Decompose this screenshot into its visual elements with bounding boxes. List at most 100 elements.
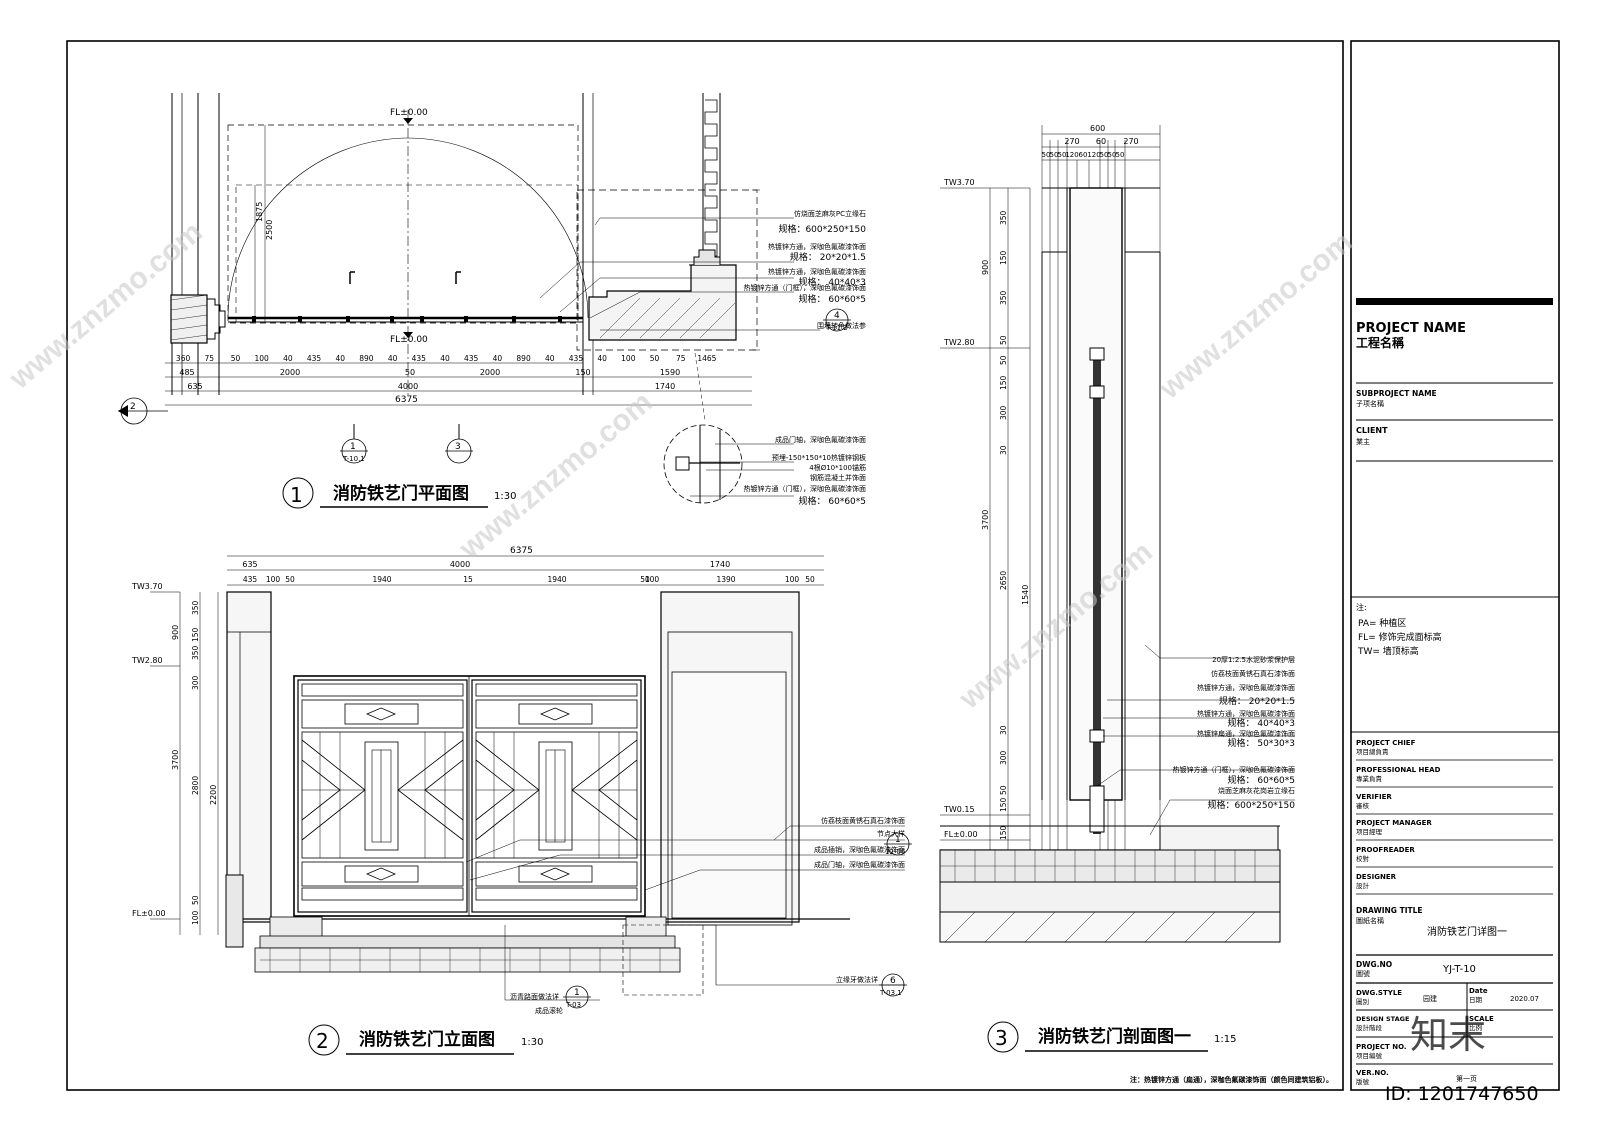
- plan-detail-callout: 预埋-150*150*10热镀锌钢板: [772, 453, 866, 462]
- plan-fl-top: FL±0.00: [390, 108, 428, 118]
- plan-row3-item: 635: [187, 382, 202, 391]
- elev-ref-road-bottom: T-03: [565, 1001, 581, 1009]
- sec-v2-item: 300: [999, 405, 1008, 420]
- plan-detail-callout: 4根Ø10*100锚筋: [809, 463, 866, 472]
- view-title-section: 3 消防铁艺门剖面图一 1:15: [987, 1021, 1236, 1053]
- plan-fl-mid: FL±0.00: [390, 335, 428, 345]
- elev-bottom-label: 成品滚轮: [535, 1006, 563, 1015]
- elev-v2-item: 2800: [191, 776, 200, 795]
- drawing-title-value: 消防铁艺门详图一: [1427, 925, 1507, 938]
- design-stage-en: DESIGN STAGE: [1356, 1015, 1409, 1023]
- sec-v2-item: 30: [999, 445, 1008, 455]
- elev-row1-item: 1740: [710, 560, 730, 569]
- sec-v2-item: 50: [999, 335, 1008, 345]
- elev-row2-item: 50: [640, 575, 650, 584]
- project-name-en: PROJECT NAME: [1356, 321, 1466, 336]
- sec-callout: 热镀锌方通，深咖色氟碳漆饰面: [1197, 683, 1295, 692]
- view-1-scale: 1:30: [494, 491, 516, 502]
- sec-v2-item: 300: [999, 750, 1008, 765]
- title-block-frame: [1350, 40, 1560, 1091]
- plan-row2-item: 2000: [480, 368, 500, 377]
- view-2-scale: 1:30: [521, 1037, 543, 1048]
- plan-dim-v-2500: 2500: [265, 220, 274, 240]
- dwg-style-value: 园建: [1423, 994, 1437, 1003]
- notes-head: 注:: [1356, 602, 1367, 612]
- elev-row2-item: 1390: [716, 575, 735, 584]
- sec-row2-item: 60: [1079, 151, 1088, 159]
- plan-callout: 热镀锌方通（门框），深咖色氟碳漆饰面: [744, 283, 867, 292]
- sec-dim-v-1540: 1540: [1021, 585, 1030, 605]
- plan-detail-callouts: 成品门轴，深咖色氟碳漆饰面预埋-150*150*10热镀锌钢板4根Ø10*100…: [744, 435, 867, 507]
- elev-dim-v-2200: 2200: [209, 785, 218, 805]
- elev-callouts: 仿荔枝面黄锈石真石漆饰面节点大样成品插销，深咖色氟碳漆饰面成品门轴，深咖色氟碳漆…: [814, 816, 905, 869]
- sec-callout: 仿荔枝面黄锈石真石漆饰面: [1211, 669, 1295, 678]
- role-0-en: PROJECT CHIEF: [1356, 739, 1416, 747]
- sec-v2-item: 350: [999, 290, 1008, 305]
- elev-callout: 节点大样: [877, 829, 905, 838]
- role-3-cn: 项目經理: [1356, 827, 1383, 836]
- plan-row1-item: 435: [307, 354, 322, 363]
- elev-ref-node-top: 1: [895, 835, 901, 845]
- plan-row1-item: 40: [440, 354, 450, 363]
- sec-v2-item: 350: [999, 210, 1008, 225]
- sec-callout: 规格： 40*40*3: [1228, 717, 1296, 729]
- elev-row2-item: 435: [243, 575, 258, 584]
- elev-row2-item: 50: [285, 575, 295, 584]
- sec-v2-item: 50: [999, 355, 1008, 365]
- sec-callout: 规格： 60*60*5: [1228, 774, 1296, 786]
- sec-callout: 烧面芝麻灰花岗岩立缘石: [1218, 786, 1295, 795]
- sec-callout: 20厚1:2.5水泥砂浆保护层: [1212, 655, 1295, 664]
- elev-v2-item: 300: [191, 675, 200, 690]
- plan-callout: 热镀锌方通，深咖色氟碳漆饰面: [768, 267, 866, 276]
- sec-row2-item: 50: [1100, 151, 1109, 159]
- plan-row3-item: 4000: [398, 382, 418, 391]
- client-cn: 業主: [1356, 437, 1370, 446]
- elev-level-tw370: TW3.70: [131, 582, 163, 591]
- elev-row2-item: 1940: [547, 575, 566, 584]
- plan-row1-item: 360: [176, 354, 191, 363]
- elev-ref-road-label: 沥青路面做法详: [510, 992, 559, 1001]
- ver-no-en: VER.NO.: [1356, 1069, 1389, 1077]
- view-1-title: 消防铁艺门平面图: [333, 483, 469, 504]
- scale-cn: 比例: [1469, 1023, 1482, 1032]
- plan-row1-item: 75: [205, 354, 215, 363]
- sec-v2-item: 2650: [999, 571, 1008, 590]
- note-tw: TW= 墙顶标高: [1357, 645, 1419, 657]
- plan-ref-sec3-top: 3: [455, 442, 461, 452]
- view-title-plan: 1 消防铁艺门平面图 1:30: [282, 477, 516, 509]
- plan-ref-sec1-bottom: T-10.1: [342, 455, 365, 463]
- plan-dots: [252, 316, 562, 322]
- sec-callouts: 20厚1:2.5水泥砂浆保护层仿荔枝面黄锈石真石漆饰面热镀锌方通，深咖色氟碳漆饰…: [1173, 655, 1296, 811]
- sec-callout: 规格： 50*30*3: [1228, 737, 1296, 749]
- plan-callout: 规格：600*250*150: [778, 223, 866, 235]
- sec-row2-item: 120: [1087, 151, 1100, 159]
- elev-level-tw280: TW2.80: [131, 656, 163, 665]
- sec-callout: 热镀锌方通（门框），深咖色氟碳漆饰面: [1173, 765, 1296, 774]
- dwg-style-en: DWG.STYLE: [1356, 989, 1402, 997]
- plan-callout: 围墙转角做法参: [817, 321, 866, 330]
- plan-row1-item: 890: [516, 354, 531, 363]
- plan-row1-item: 75: [676, 354, 686, 363]
- scale-en: SCALE: [1469, 1015, 1494, 1023]
- sec-v2-item: 150: [999, 375, 1008, 390]
- view-3-number: 3: [995, 1026, 1008, 1050]
- view-3-title: 消防铁艺门剖面图一: [1038, 1026, 1191, 1047]
- title-bar: [1356, 298, 1553, 305]
- sec-v2-item: 150: [999, 250, 1008, 265]
- elev-callout: 成品插销，深咖色氟碳漆饰面: [814, 845, 905, 854]
- sec-v2-item: 50: [999, 785, 1008, 795]
- plan-ref-wall-top: 4: [834, 311, 840, 321]
- elev-ref-kerb-top: 6: [890, 976, 896, 986]
- plan-row2-item: 1590: [660, 368, 680, 377]
- plan-row1-item: 40: [283, 354, 293, 363]
- section-view: [939, 125, 1295, 943]
- dwg-no-value: YJ-T-10: [1442, 964, 1476, 975]
- role-2-en: VERIFIER: [1356, 793, 1392, 801]
